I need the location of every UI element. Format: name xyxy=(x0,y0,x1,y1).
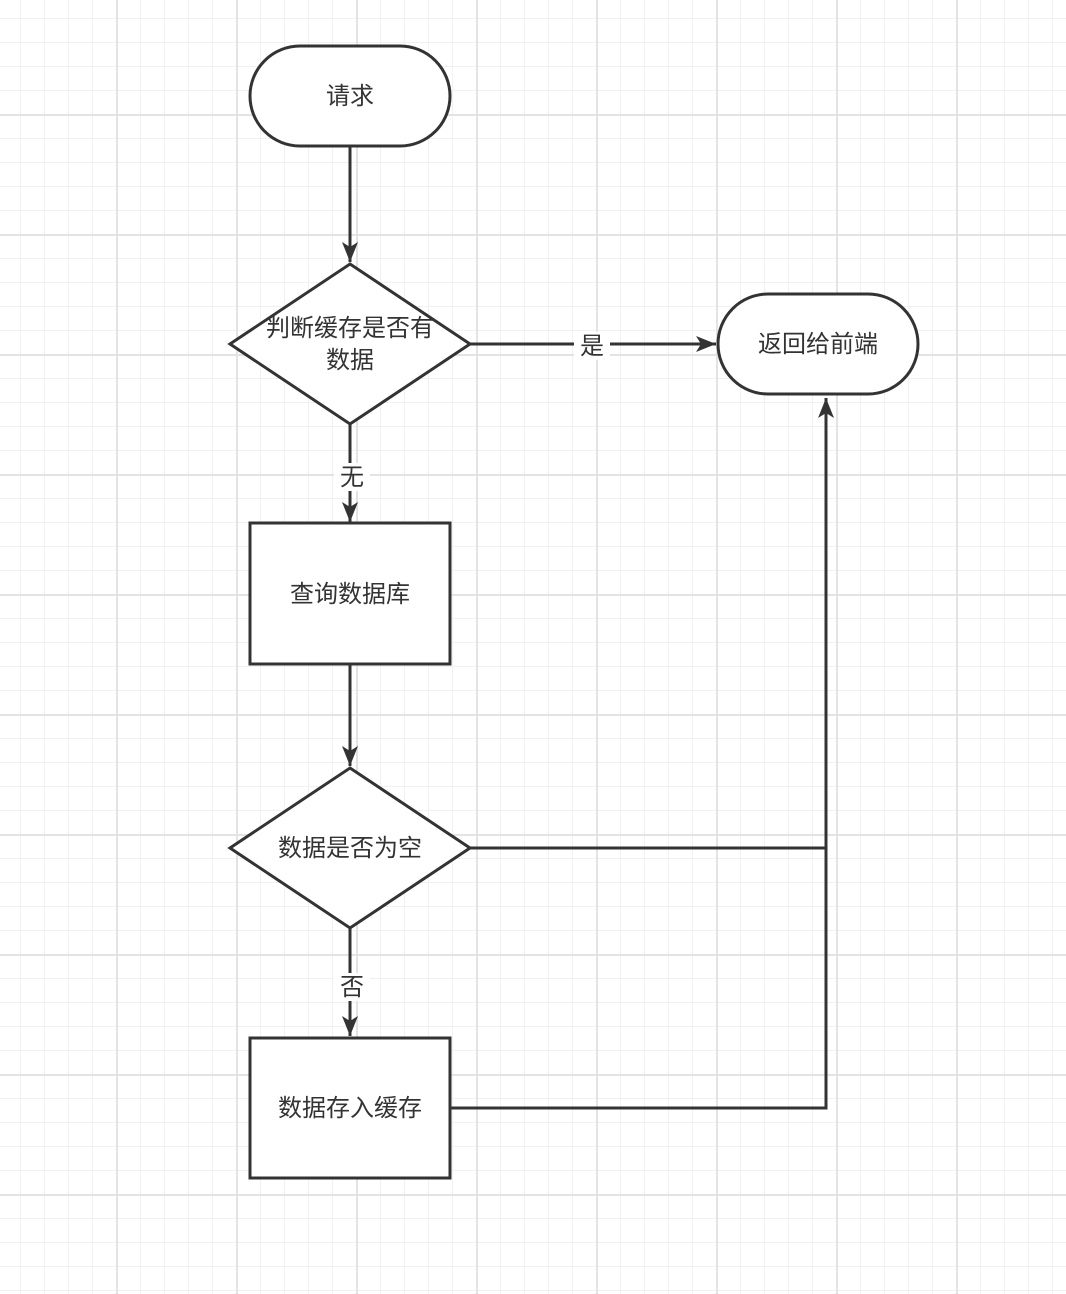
return-frontend-label: 返回给前端 xyxy=(758,330,878,358)
edge-store-cache-to-return xyxy=(450,398,834,1110)
node-query-db-process[interactable] xyxy=(248,521,452,666)
edge-label-none: 无 xyxy=(334,463,370,491)
node-return-frontend-terminal[interactable] xyxy=(716,292,920,396)
node-request-terminal[interactable] xyxy=(248,44,452,148)
query-db-label: 查询数据库 xyxy=(290,579,410,608)
node-check-cache-decision[interactable] xyxy=(227,262,473,426)
check-cache-label: 判断缓存是否有 数据 xyxy=(266,314,434,374)
edge-label-no: 否 xyxy=(334,973,370,1001)
node-store-cache-process[interactable] xyxy=(248,1036,452,1180)
node-check-empty-decision[interactable] xyxy=(227,766,473,930)
store-cache-label: 数据存入缓存 xyxy=(278,1094,422,1122)
edge-label-yes: 是 xyxy=(574,332,610,360)
request-label: 请求 xyxy=(326,82,374,110)
check-empty-label: 数据是否为空 xyxy=(278,834,422,862)
